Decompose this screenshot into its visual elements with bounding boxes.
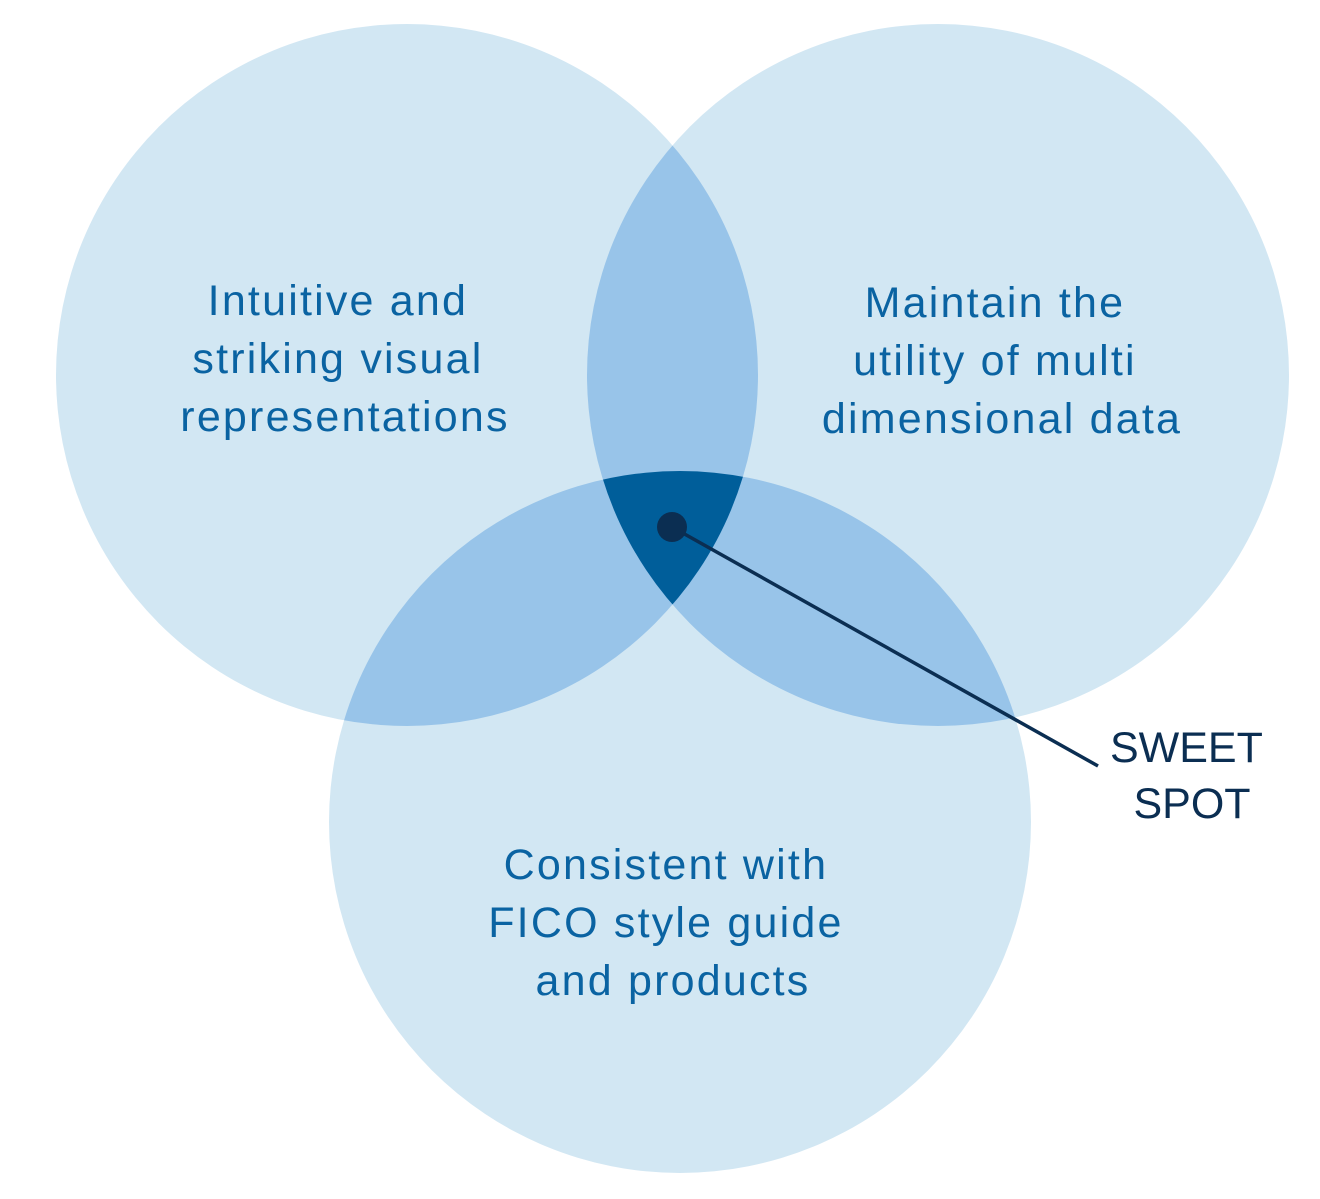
overlap-utility-consistent	[587, 471, 1031, 726]
label-consistent-line: FICO style guide	[488, 899, 843, 947]
label-utility: Maintain the utility of multi dimensiona…	[822, 279, 1182, 443]
label-consistent-line: Consistent with	[504, 841, 829, 889]
label-consistent-line: and products	[535, 957, 810, 1005]
sweet-spot-label-line: SPOT	[1133, 780, 1250, 828]
label-utility-line: dimensional data	[822, 395, 1182, 443]
label-utility-line: Maintain the	[865, 279, 1126, 327]
overlap-intuitive-consistent	[329, 471, 758, 726]
label-consistent: Consistent with FICO style guide and pro…	[488, 841, 858, 1005]
sweet-spot-marker	[657, 512, 687, 542]
sweet-spot-leader-line	[671, 525, 1099, 768]
label-intuitive-line: representations	[180, 393, 509, 441]
label-utility-line: utility of multi	[853, 337, 1137, 385]
label-intuitive-line: Intuitive and	[208, 277, 468, 325]
sweet-spot-label: SWEET SPOT	[1110, 724, 1274, 828]
sweet-spot-label-line: SWEET	[1110, 724, 1263, 772]
label-intuitive: Intuitive and striking visual representa…	[180, 277, 509, 441]
label-intuitive-line: striking visual	[192, 335, 483, 383]
